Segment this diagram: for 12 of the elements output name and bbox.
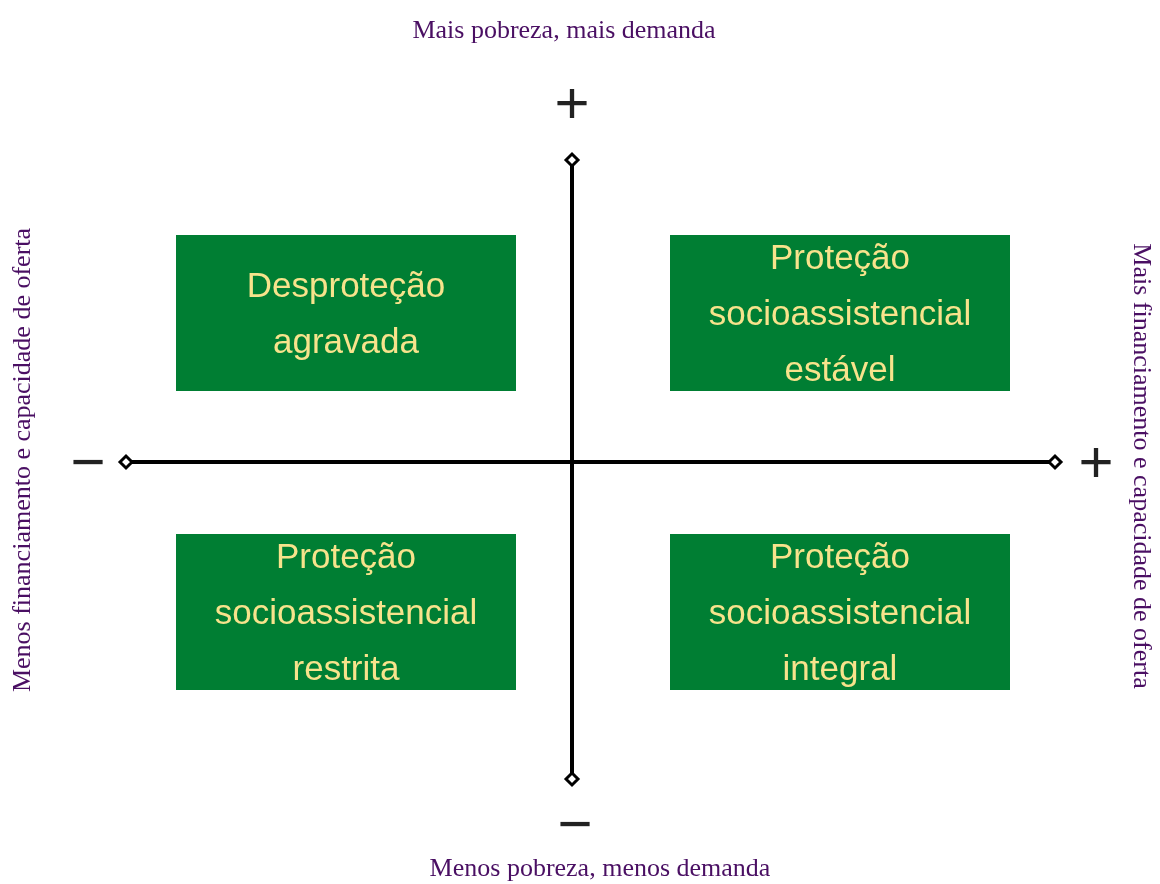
- axis-sign: +: [554, 73, 590, 133]
- axis-label: Menos financiamento e capacidade de oferta: [9, 227, 35, 693]
- axis-sign: −: [557, 794, 593, 854]
- axis-sign: +: [1078, 432, 1114, 492]
- axis-sign: −: [70, 432, 106, 492]
- quadrant-box: Proteção socioassistencial integral: [670, 534, 1010, 690]
- axis-label: Mais pobreza, mais demanda: [412, 17, 716, 43]
- quadrant-box: Desproteção agravada: [176, 235, 516, 391]
- axis-label: Menos pobreza, menos demanda: [429, 855, 771, 881]
- axis-label: Mais financiamento e capacidade de oferta: [1129, 243, 1155, 689]
- quadrant-box: Proteção socioassistencial restrita: [176, 534, 516, 690]
- quadrant-box: Proteção socioassistencial estável: [670, 235, 1010, 391]
